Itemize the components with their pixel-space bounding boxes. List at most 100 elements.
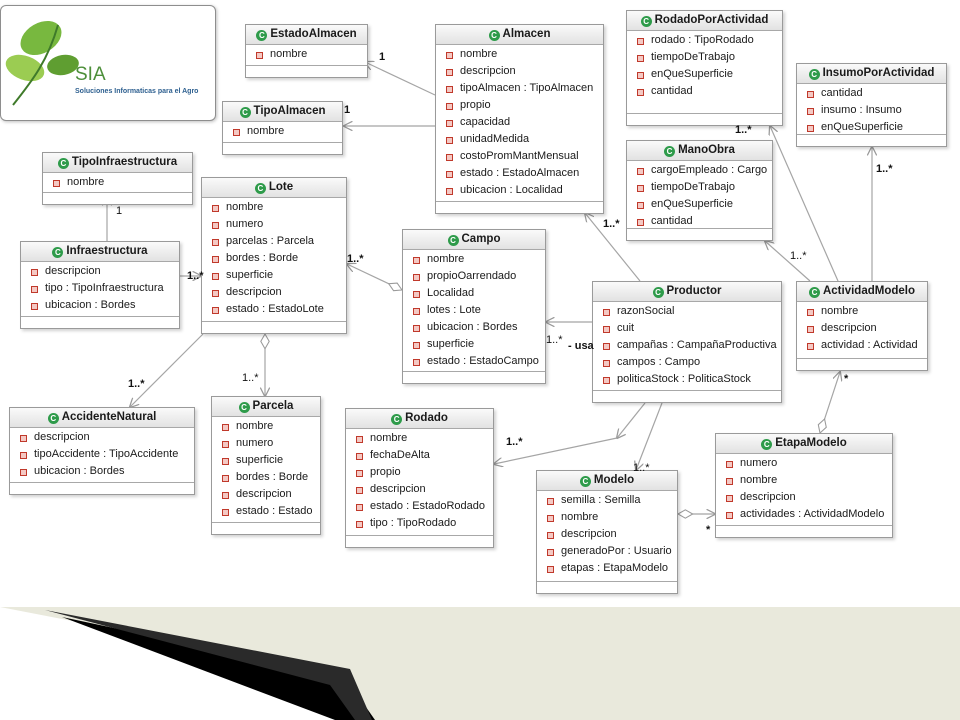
attribute-text: descripcion [45,265,101,277]
attribute-row: generadoPor : Usuario [537,543,677,560]
private-field-icon [356,436,363,443]
class-icon: C [52,247,64,258]
private-field-icon [446,188,453,195]
operations-compartment [346,535,493,547]
attribute-row: tipoAccidente : TipoAccidente [10,446,194,463]
class-icon: C [652,287,664,298]
slide-footer-band [0,607,960,720]
operations-compartment [716,525,892,537]
attribute-row: descripcion [716,489,892,506]
private-field-icon [603,343,610,350]
attribute-text: insumo : Insumo [821,104,902,116]
attribute-row: nombre [346,430,493,447]
attribute-row: etapas : EtapaModelo [537,560,677,577]
private-field-icon [446,69,453,76]
edge-almacen-estadoalmacen [365,62,436,96]
attribute-text: bordes : Borde [236,471,309,483]
attribute-row: actividad : Actividad [797,337,927,354]
operations-compartment [593,390,781,402]
class-name: Productor [666,285,722,297]
operations-compartment [246,65,367,77]
attribute-text: nombre [270,48,308,60]
class-icon: C [238,402,250,413]
private-field-icon [20,452,27,459]
attribute-row: nombre [202,199,346,216]
logo-title: SIA [75,64,106,85]
attribute-text: campañas : CampañaProductiva [617,339,777,351]
private-field-icon [20,469,27,476]
private-field-icon [446,137,453,144]
role-usa: - usa [568,340,594,352]
attribute-text: ubicacion : Bordes [427,321,518,333]
attribute-row: nombre [436,46,603,63]
attribute-row: politicaStock : PoliticaStock [593,371,781,388]
attribute-row: lotes : Lote [403,302,545,319]
private-field-icon [807,125,814,132]
sia-logo: SIA Soluciones Informaticas para el Agro [0,5,216,121]
attribute-text: estado : EstadoLote [226,303,324,315]
attribute-row: numero [212,435,320,452]
attribute-text: cantidad [821,87,863,99]
attribute-row: propio [436,97,603,114]
attribute-row: descripcion [212,486,320,503]
attribute-row: nombre [797,303,927,320]
class-name: ActividadModelo [822,285,915,297]
mult-lote-campo: 1..* [347,253,364,265]
class-icon: C [640,16,652,27]
private-field-icon [212,239,219,246]
edge-productor-almacen [585,213,641,282]
operations-compartment [797,358,927,370]
attribute-row: estado : Estado [212,503,320,520]
attribute-text: superficie [226,269,274,281]
attribute-row: tiempoDeTrabajo [627,49,782,66]
attribute-text: propioOarrendado [427,270,517,282]
edge-productor-modelo [636,402,663,470]
attribute-text: descripcion [561,528,617,540]
class-name: TipoAlmacen [253,105,326,117]
attribute-row: cantidad [627,213,772,230]
class-name: Parcela [252,400,294,412]
attribute-text: rodado : TipoRodado [651,34,754,46]
operations-compartment [10,482,194,494]
attribute-row: tiempoDeTrabajo [627,179,772,196]
attribute-row: numero [716,455,892,472]
class-icon: C [579,476,591,487]
private-field-icon [233,129,240,136]
class-icon: C [808,287,820,298]
class-icon: C [391,414,403,425]
private-field-icon [413,291,420,298]
class-icon: C [761,439,773,450]
class-name: Almacen [502,28,551,40]
attribute-row: campos : Campo [593,354,781,371]
attribute-text: tiempoDeTrabajo [651,181,735,193]
